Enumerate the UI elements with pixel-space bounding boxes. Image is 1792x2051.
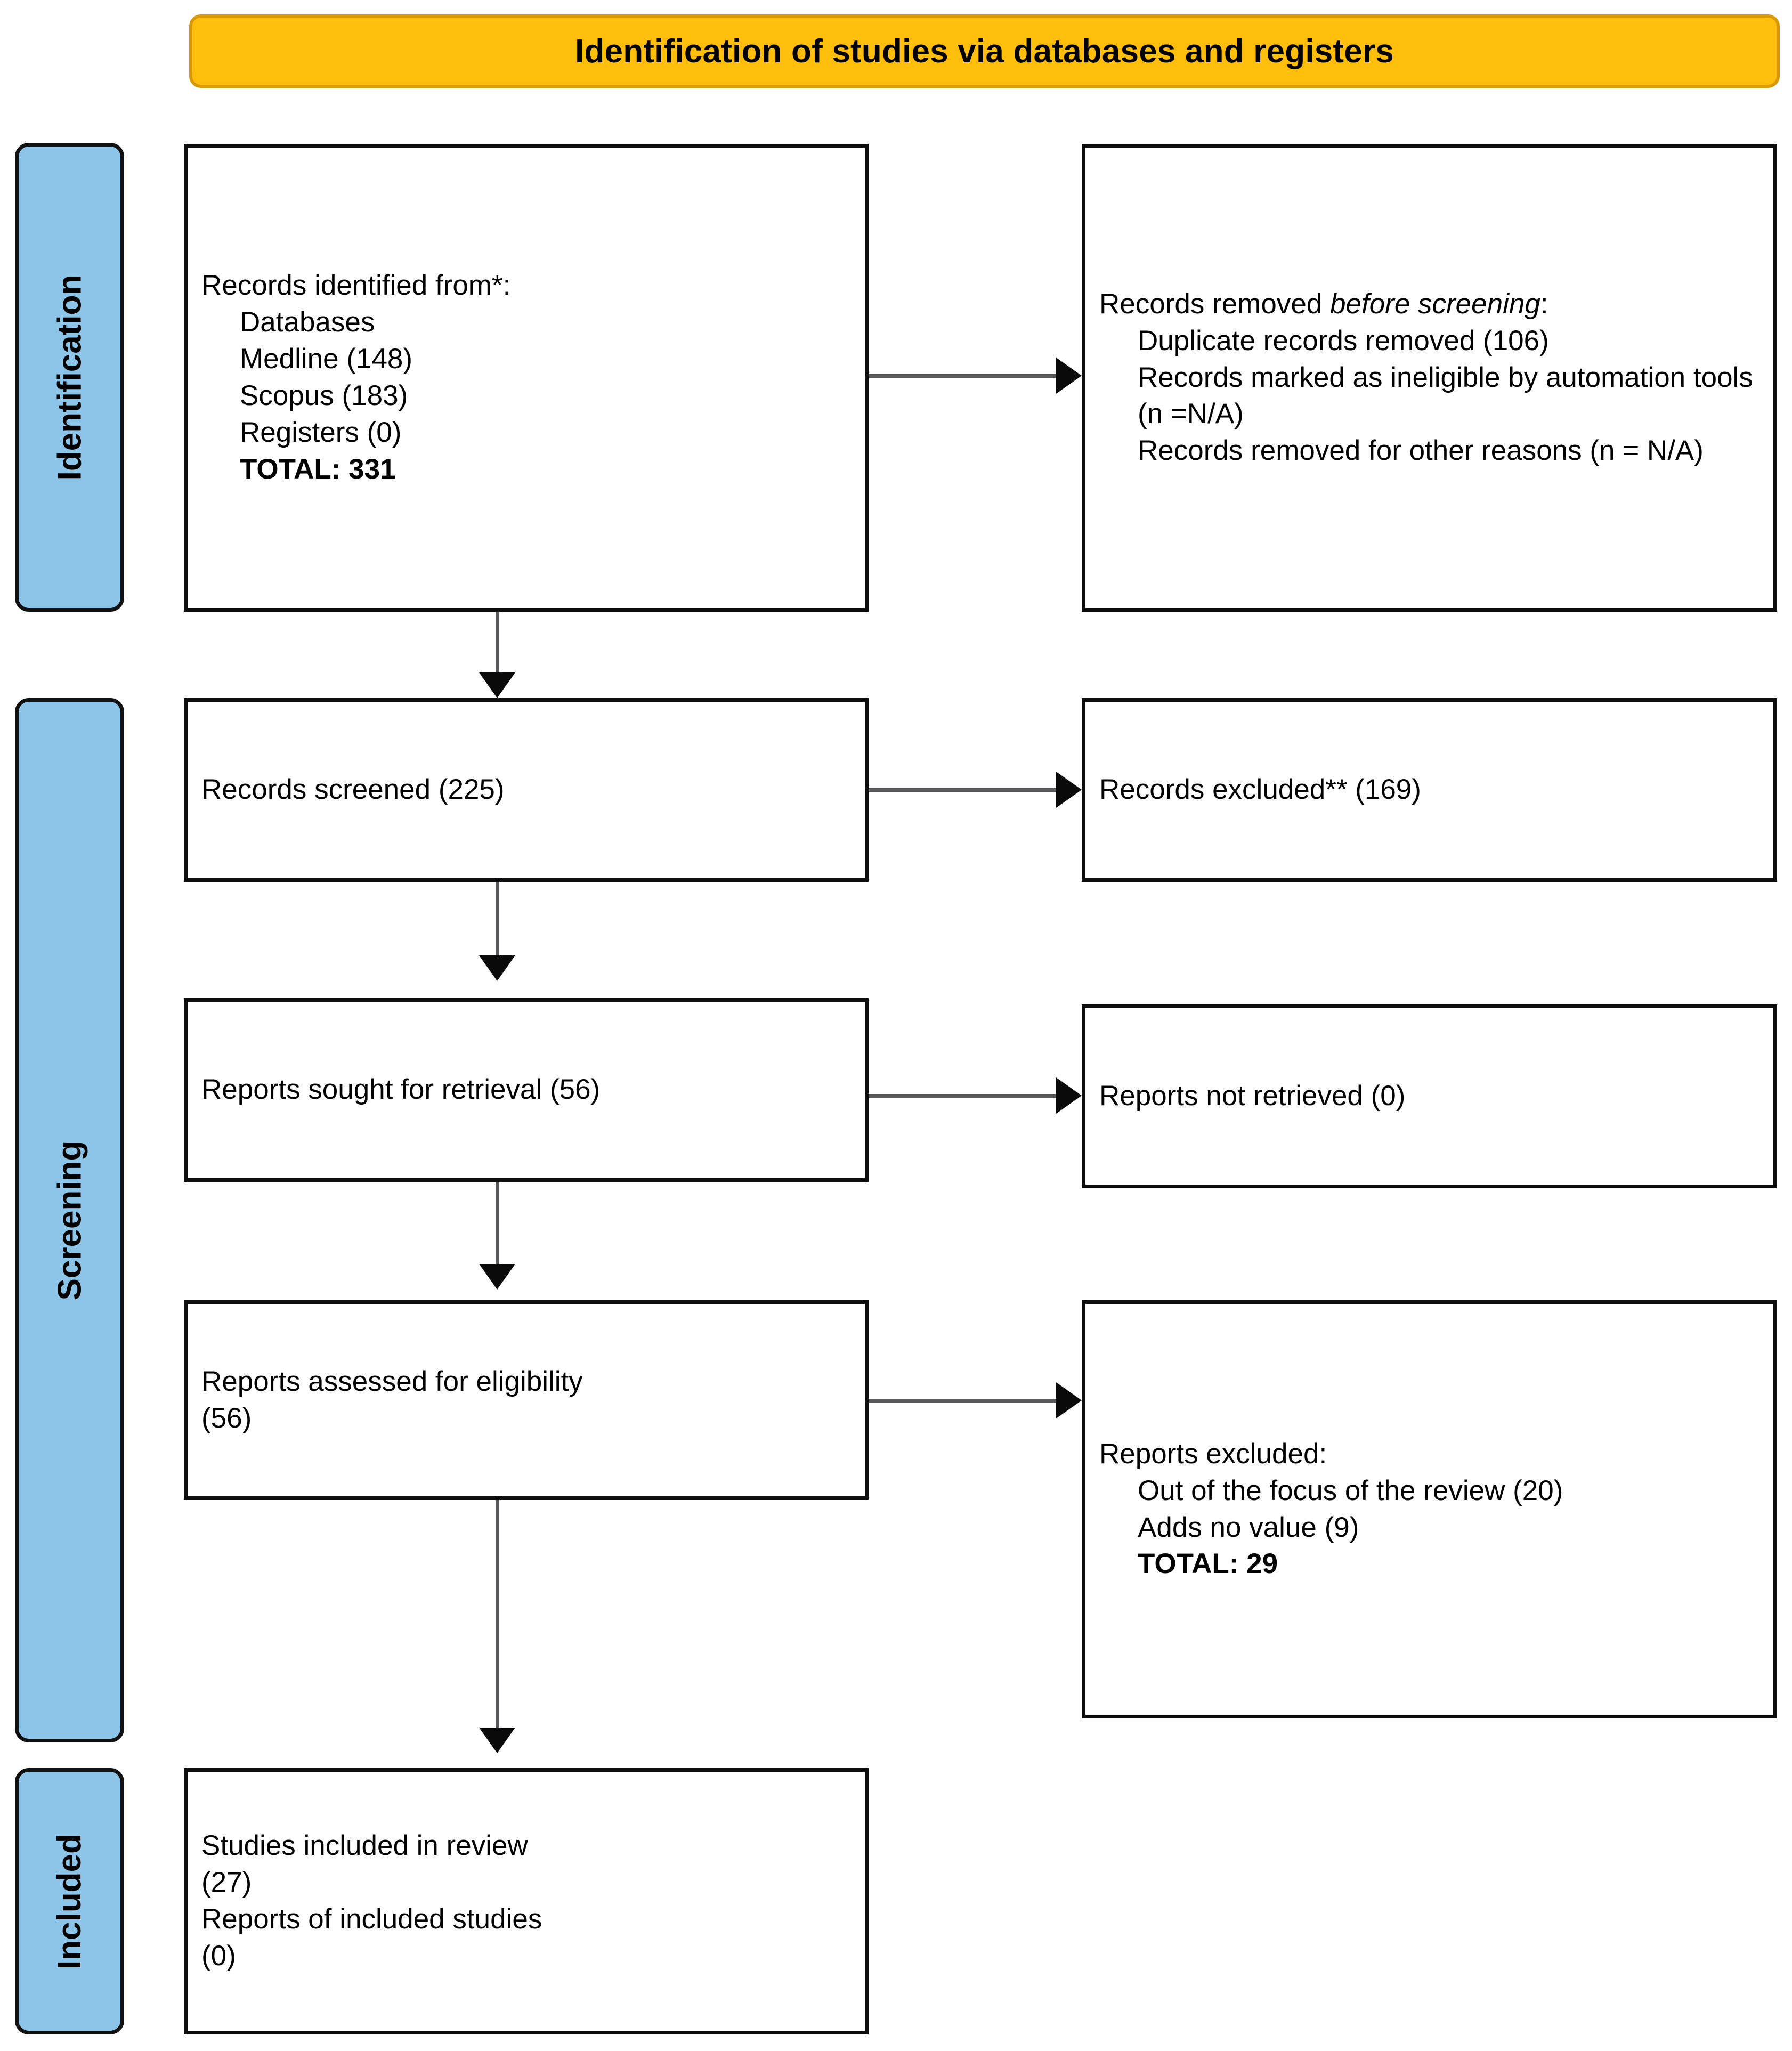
- arrowhead-sought-to-not-retrieved: [1056, 1077, 1082, 1114]
- studies-included-line-3: Reports of included studies: [201, 1903, 542, 1935]
- connector-sought-to-assessed: [496, 1182, 499, 1267]
- arrowhead-identified-to-removed: [1056, 358, 1082, 394]
- arrowhead-sought-to-assessed: [479, 1264, 515, 1290]
- box-reports-excluded: Reports excluded: Out of the focus of th…: [1082, 1300, 1777, 1718]
- phase-included-text: Included: [51, 1833, 88, 1969]
- arrowhead-assessed-to-reports-excluded: [1056, 1382, 1082, 1418]
- records-removed-heading-italic: before screening: [1330, 288, 1540, 320]
- records-identified-line-1: Records identified from*:: [201, 270, 511, 302]
- phase-label-screening: Screening: [15, 698, 124, 1742]
- records-excluded-text: Records excluded** (169): [1099, 774, 1421, 806]
- connector-assessed-to-reports-excluded: [869, 1399, 1058, 1403]
- records-screened-text: Records screened (225): [201, 774, 505, 806]
- arrowhead-identified-to-screened: [479, 672, 515, 698]
- records-removed-duplicates: Duplicate records removed (106): [1138, 325, 1549, 356]
- records-removed-automation: Records marked as ineligible by automati…: [1138, 361, 1761, 430]
- box-records-identified: Records identified from*: Databases Medl…: [184, 144, 869, 612]
- box-studies-included-in-review: Studies included in review (27) Reports …: [184, 1768, 869, 2034]
- reports-excluded-out-of-focus: Out of the focus of the review (20): [1138, 1474, 1563, 1506]
- connector-screened-to-excluded: [869, 788, 1058, 792]
- diagram-header-banner: Identification of studies via databases …: [189, 14, 1780, 88]
- reports-assessed-line-2: (56): [201, 1402, 252, 1434]
- connector-screened-to-sought: [496, 882, 499, 959]
- connector-identified-to-removed: [869, 374, 1058, 378]
- phase-label-included: Included: [15, 1768, 124, 2034]
- studies-included-line-4: (0): [201, 1940, 236, 1972]
- connector-identified-to-screened: [496, 612, 499, 676]
- records-removed-heading-plain: Records removed: [1099, 288, 1331, 320]
- reports-not-retrieved-text: Reports not retrieved (0): [1099, 1080, 1406, 1112]
- studies-included-line-1: Studies included in review: [201, 1830, 528, 1862]
- arrowhead-screened-to-excluded: [1056, 772, 1082, 808]
- reports-excluded-heading: Reports excluded:: [1099, 1438, 1327, 1470]
- arrowhead-screened-to-sought: [479, 955, 515, 981]
- connector-sought-to-not-retrieved: [869, 1094, 1058, 1098]
- records-removed-other: Records removed for other reasons (n = N…: [1138, 435, 1704, 467]
- box-records-excluded: Records excluded** (169): [1082, 698, 1777, 882]
- records-identified-total: TOTAL: 331: [240, 453, 396, 485]
- box-reports-not-retrieved: Reports not retrieved (0): [1082, 1004, 1777, 1188]
- arrowhead-assessed-to-included: [479, 1728, 515, 1753]
- phase-label-identification: Identification: [15, 143, 124, 612]
- phase-screening-text: Screening: [51, 1140, 88, 1300]
- records-removed-heading-colon: :: [1540, 288, 1548, 320]
- banner-title: Identification of studies via databases …: [575, 33, 1394, 70]
- box-reports-assessed-for-eligibility: Reports assessed for eligibility (56): [184, 1300, 869, 1500]
- box-records-screened: Records screened (225): [184, 698, 869, 882]
- records-identified-line-4: Scopus (183): [240, 380, 408, 411]
- reports-excluded-adds-no-value: Adds no value (9): [1138, 1511, 1359, 1543]
- reports-sought-text: Reports sought for retrieval (56): [201, 1074, 601, 1106]
- records-removed-heading: Records removed before screening:: [1099, 286, 1759, 323]
- reports-assessed-line-1: Reports assessed for eligibility: [201, 1365, 583, 1397]
- reports-excluded-total: TOTAL: 29: [1138, 1548, 1278, 1580]
- box-reports-sought-for-retrieval: Reports sought for retrieval (56): [184, 998, 869, 1182]
- phase-identification-text: Identification: [51, 274, 88, 480]
- studies-included-line-2: (27): [201, 1867, 252, 1899]
- records-identified-line-3: Medline (148): [240, 343, 413, 375]
- records-identified-line-5: Registers (0): [240, 416, 402, 448]
- box-records-removed-before-screening: Records removed before screening: Duplic…: [1082, 144, 1777, 612]
- connector-assessed-to-included: [496, 1500, 499, 1730]
- records-identified-line-2: Databases: [240, 306, 375, 338]
